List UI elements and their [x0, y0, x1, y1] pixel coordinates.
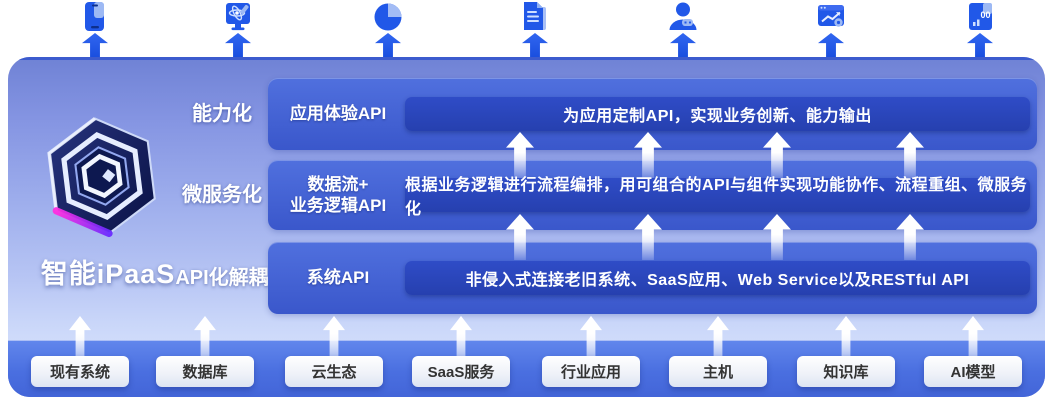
- report-icon: 00: [964, 1, 996, 33]
- pie-chart-icon: [372, 1, 404, 33]
- up-arrow-icon: [82, 33, 108, 57]
- layer-description: 非侵入式连接老旧系统、SaaS应用、Web Service以及RESTful A…: [405, 261, 1030, 295]
- document-icon: [519, 1, 551, 33]
- ipaas-logo: [47, 117, 156, 238]
- dev-monitor-icon: [222, 1, 254, 33]
- category-label-microservice: 微服务化: [182, 184, 262, 206]
- user-icon: [667, 1, 699, 33]
- api-label: 数据流+ 业务逻辑API: [289, 174, 387, 215]
- source-system-box: 数据库: [156, 356, 254, 387]
- mobile-app-icon: [79, 1, 111, 33]
- brand-title: 智能iPaaS: [40, 259, 176, 289]
- category-label-api-decoupling: API化解耦: [175, 267, 269, 289]
- source-system-box: 主机: [669, 356, 767, 387]
- source-system-box: 云生态: [285, 356, 383, 387]
- panel-top-edge: [8, 57, 1045, 60]
- up-arrow-icon: [225, 33, 251, 57]
- up-arrow-icon: [670, 33, 696, 57]
- source-system-box: AI模型: [924, 356, 1022, 387]
- platform-panel: 智能iPaaS 能力化 微服务化 API化解耦 应用体验API 为应用定制API…: [8, 57, 1045, 397]
- source-system-box: 现有系统: [31, 356, 129, 387]
- up-arrow-icon: [522, 33, 548, 57]
- api-label: 应用体验API: [289, 104, 387, 124]
- layer-description: 为应用定制API，实现业务创新、能力输出: [405, 97, 1030, 131]
- source-system-box: 行业应用: [542, 356, 640, 387]
- up-arrow-icon: [818, 33, 844, 57]
- analytics-icon: [815, 1, 847, 33]
- api-label: 系统API: [306, 268, 370, 288]
- svg-text:00: 00: [981, 10, 991, 20]
- up-arrow-icon: [375, 33, 401, 57]
- category-label-capability: 能力化: [192, 103, 252, 125]
- up-arrow-icon: [967, 33, 993, 57]
- source-system-box: SaaS服务: [412, 356, 510, 387]
- source-system-box: 知识库: [797, 356, 895, 387]
- layer-description: 根据业务逻辑进行流程编排，用可组合的API与组件实现功能协作、流程重组、微服务化: [405, 177, 1030, 218]
